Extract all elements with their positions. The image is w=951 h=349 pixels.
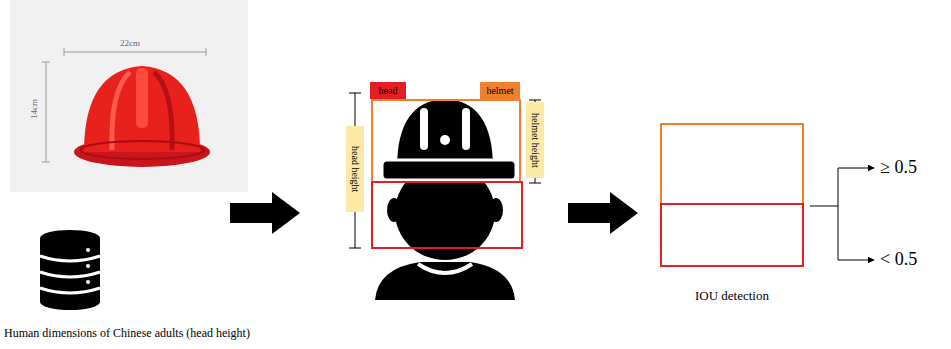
tag-box: helmet height bbox=[526, 102, 544, 178]
note-label: Human dimensions of Chinese adults (head… bbox=[4, 326, 324, 341]
head-rect bbox=[661, 204, 803, 266]
iou-outline bbox=[660, 123, 804, 267]
tag-box: helmet bbox=[480, 82, 520, 99]
database-icon bbox=[40, 230, 100, 310]
photo-background bbox=[10, 0, 248, 192]
worker-icon bbox=[375, 98, 516, 300]
helmet-box bbox=[372, 100, 520, 182]
head-box bbox=[372, 182, 522, 248]
tag-box: head height bbox=[346, 126, 364, 212]
tag-text: helmet bbox=[486, 86, 513, 96]
dimension-lines bbox=[42, 48, 206, 162]
helmet-rect bbox=[661, 124, 803, 204]
block-arrow bbox=[568, 192, 638, 234]
tag-text: head height bbox=[350, 146, 360, 192]
tag-text: helmet height bbox=[530, 113, 540, 168]
tag-text: head bbox=[379, 86, 398, 96]
dimension-label: 22cm bbox=[108, 38, 152, 48]
caption-text: IOU detection bbox=[660, 289, 804, 302]
block-arrow bbox=[230, 192, 300, 234]
iou-box: IOU detection bbox=[660, 123, 804, 267]
threshold-branch bbox=[810, 168, 874, 260]
tag-box: head bbox=[370, 82, 406, 99]
dimension-label: 14cm bbox=[29, 87, 39, 131]
threshold-label: < 0.5 bbox=[880, 249, 950, 270]
threshold-label: ≥ 0.5 bbox=[880, 157, 950, 178]
helmet-photo bbox=[74, 66, 210, 167]
height-brackets bbox=[349, 93, 541, 248]
